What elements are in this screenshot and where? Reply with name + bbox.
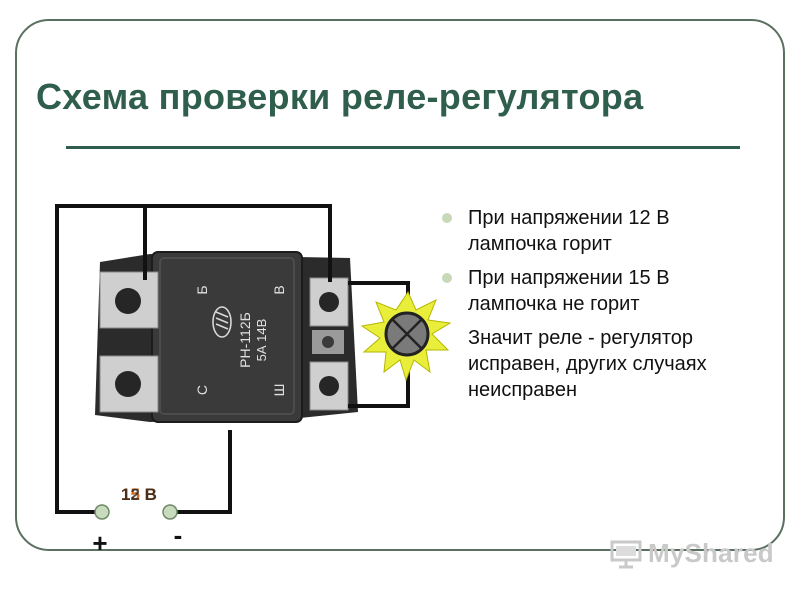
label-sh: Ш <box>271 384 287 397</box>
terminal-plus <box>94 504 110 520</box>
terminal-hole-b <box>319 292 339 312</box>
relay-cover <box>151 251 303 423</box>
label-s: С <box>194 385 210 395</box>
presentation-board-icon <box>610 540 642 568</box>
bullet-marker <box>442 213 452 223</box>
bullet-text: Значит реле - регулятор исправен, других… <box>468 327 707 401</box>
lamp-cross-b <box>391 318 423 350</box>
slide-title: Схема проверки реле-регулятора <box>36 76 644 117</box>
watermark: MyShared <box>610 538 774 569</box>
wire-minus <box>172 430 232 514</box>
bullet-item: При напряжении 12 В лампочка горит <box>440 205 750 257</box>
terminal-hole-top-left <box>115 288 141 314</box>
relay-cover-edge <box>159 257 295 415</box>
spec-marking: 5А 14В <box>254 319 269 362</box>
label-b: Б <box>194 285 210 294</box>
bullet-text: При напряжении 15 В лампочка не горит <box>468 267 670 315</box>
wire-plus <box>55 204 332 514</box>
bullet-text: При напряжении 12 В лампочка горит <box>468 207 670 255</box>
terminal-hole-bottom-left <box>115 371 141 397</box>
plus-sign: + <box>92 528 107 558</box>
terminal-hole-sh <box>319 376 339 396</box>
watermark-text: MyShared <box>648 538 774 568</box>
voltage-label-12: 12 В <box>121 485 157 504</box>
label-v: В <box>271 285 287 294</box>
wire-lamp-bottom <box>348 364 410 408</box>
bullet-list: При напряжении 12 В лампочка горит При н… <box>440 205 750 411</box>
bullet-item: При напряжении 15 В лампочка не горит <box>440 265 750 317</box>
relay-regulator: Б В С Ш РН-112Б 5А 14В <box>95 251 358 423</box>
minus-sign: - <box>174 520 183 550</box>
terminal-hole-mid <box>322 336 334 348</box>
terminal-minus <box>162 504 178 520</box>
bullet-marker <box>442 273 452 283</box>
lamp <box>360 290 452 382</box>
manufacturer-logo <box>212 306 232 338</box>
model-marking: РН-112Б <box>237 312 253 368</box>
wire-lamp-top <box>348 281 410 304</box>
bullet-item: Значит реле - регулятор исправен, других… <box>440 325 750 403</box>
voltage-label-15: 15 В <box>121 485 157 504</box>
title-underline <box>66 146 740 149</box>
